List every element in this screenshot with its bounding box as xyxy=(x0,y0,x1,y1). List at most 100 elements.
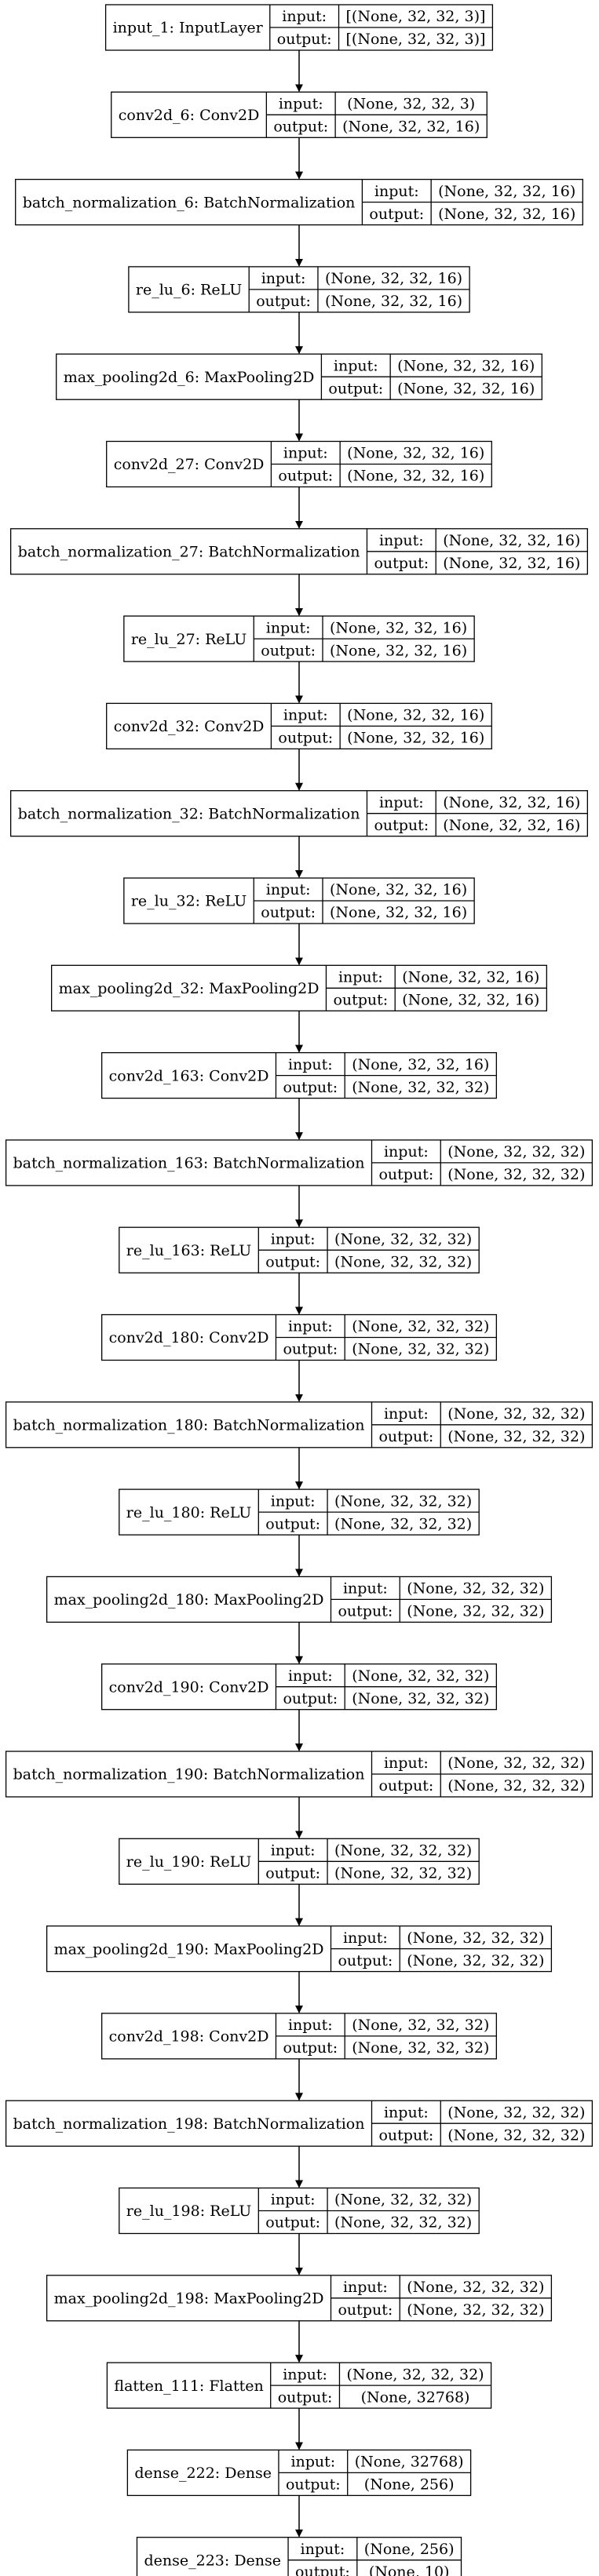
input-label: input: xyxy=(334,357,378,374)
layer-node: max_pooling2d_198: MaxPooling2Dinput:out… xyxy=(46,2275,553,2322)
layer-node: batch_normalization_6: BatchNormalizatio… xyxy=(15,178,583,226)
input-label: input: xyxy=(271,1230,316,1248)
input-label: input: xyxy=(290,2454,335,2471)
output-shape: (None, 32, 32, 32) xyxy=(447,1777,585,1794)
input-shape: (None, 32, 32, 32) xyxy=(352,2017,489,2034)
layer-name: re_lu_190: ReLU xyxy=(126,1853,252,1871)
layer-name: batch_normalization_32: BatchNormalizati… xyxy=(18,805,360,822)
layer-node: batch_normalization_163: BatchNormalizat… xyxy=(5,1139,594,1186)
output-label: output: xyxy=(283,1341,338,1358)
output-shape: (None, 32, 32, 32) xyxy=(407,2301,544,2319)
layer-node: batch_normalization_198: BatchNormalizat… xyxy=(5,2100,594,2147)
output-shape: (None, 32, 32, 32) xyxy=(352,1341,489,1358)
output-label: output: xyxy=(261,642,316,659)
layer-name: conv2d_198: Conv2D xyxy=(109,2028,269,2046)
input-shape: (None, 32, 32, 32) xyxy=(352,1667,489,1685)
output-shape: (None, 32, 32, 32) xyxy=(447,1428,585,1445)
input-label: input: xyxy=(288,1056,333,1073)
output-shape: (None, 32, 32, 32) xyxy=(334,2214,472,2232)
output-shape: (None, 32, 32, 16) xyxy=(402,991,539,1008)
input-shape: (None, 256) xyxy=(364,2541,455,2558)
output-shape: (None, 32, 32, 32) xyxy=(407,1603,544,1620)
output-label: output: xyxy=(273,118,328,135)
output-shape: (None, 32, 32, 16) xyxy=(443,817,580,834)
input-label: input: xyxy=(283,2366,327,2383)
input-label: input: xyxy=(343,2279,388,2296)
layer-node: max_pooling2d_180: MaxPooling2Dinput:out… xyxy=(46,1576,553,1623)
layer-name: conv2d_6: Conv2D xyxy=(119,107,260,124)
output-label: output: xyxy=(295,2563,350,2576)
input-label: input: xyxy=(384,1405,429,1423)
input-shape: (None, 32, 32, 16) xyxy=(443,794,580,811)
input-shape: (None, 32, 32, 32) xyxy=(407,1580,544,1598)
output-shape: (None, 256) xyxy=(364,2476,455,2494)
output-shape: (None, 32, 32, 32) xyxy=(352,1690,489,1707)
input-label: input: xyxy=(283,445,328,462)
output-label: output: xyxy=(378,1166,433,1183)
input-shape: (None, 32, 32, 16) xyxy=(347,445,484,462)
layer-name: conv2d_27: Conv2D xyxy=(114,456,265,473)
input-shape: (None, 32, 32, 32) xyxy=(352,1318,489,1335)
input-label: input: xyxy=(282,8,327,25)
output-label: output: xyxy=(278,730,333,747)
input-shape: (None, 32, 32, 32) xyxy=(334,1492,472,1510)
input-label: input: xyxy=(271,1492,316,1510)
output-shape: [(None, 32, 32, 3)] xyxy=(346,31,486,48)
output-shape: (None, 32, 32, 16) xyxy=(443,555,580,572)
output-shape: (None, 32, 32, 32) xyxy=(447,1166,585,1183)
input-shape: (None, 32, 32, 16) xyxy=(352,1056,489,1073)
output-label: output: xyxy=(277,31,332,48)
layer-name: conv2d_190: Conv2D xyxy=(109,1678,269,1696)
layer-name: batch_normalization_163: BatchNormalizat… xyxy=(13,1155,365,1172)
input-shape: (None, 32, 32, 32) xyxy=(447,2104,585,2121)
input-label: input: xyxy=(379,794,424,811)
input-label: input: xyxy=(343,1929,388,1947)
layer-name: max_pooling2d_180: MaxPooling2D xyxy=(54,1591,324,1609)
output-label: output: xyxy=(338,1952,393,1969)
input-shape: (None, 32, 32, 16) xyxy=(402,968,539,986)
output-label: output: xyxy=(378,1777,433,1794)
layer-node: flatten_111: Flatteninput:output:(None, … xyxy=(106,2362,492,2409)
layer-node: max_pooling2d_190: MaxPooling2D input: out… xyxy=(46,1925,553,1973)
input-shape: (None, 32, 32, 32) xyxy=(407,1929,544,1947)
input-shape: (None, 32, 32, 16) xyxy=(438,183,575,200)
layer-node: max_pooling2d_32: MaxPooling2Dinput:outp… xyxy=(51,964,547,1011)
output-shape: (None, 32, 32, 16) xyxy=(347,730,484,747)
output-shape: (None, 32, 32, 32) xyxy=(334,1864,472,1882)
layer-name: re_lu_180: ReLU xyxy=(126,1504,252,1521)
layer-name: conv2d_163: Conv2D xyxy=(109,1067,269,1084)
input-shape: (None, 32, 32, 32) xyxy=(334,2192,472,2209)
input-shape: (None, 32, 32, 32) xyxy=(334,1842,472,1859)
layer-name: max_pooling2d_6: MaxPooling2D xyxy=(64,369,315,386)
output-shape: (None, 32, 32, 16) xyxy=(342,118,480,135)
output-label: output: xyxy=(283,2039,338,2057)
input-shape: (None, 32, 32, 32) xyxy=(407,2279,544,2296)
input-label: input: xyxy=(283,707,328,724)
output-label: output: xyxy=(338,2301,393,2319)
output-label: output: xyxy=(261,904,316,921)
layer-name: batch_normalization_6: BatchNormalizatio… xyxy=(23,194,356,211)
output-shape: (None, 32768) xyxy=(361,2388,470,2406)
input-label: input: xyxy=(343,1580,388,1598)
layer-node: batch_normalization_27: BatchNormalizati… xyxy=(10,528,588,575)
output-shape: (None, 32, 32, 32) xyxy=(334,1253,472,1270)
input-shape: (None, 32, 32, 32) xyxy=(447,1405,585,1423)
layer-name: re_lu_163: ReLU xyxy=(126,1242,252,1259)
layer-name: dense_223: Dense xyxy=(144,2552,281,2569)
output-label: output: xyxy=(256,293,311,310)
layer-name: flatten_111: Flatten xyxy=(114,2377,263,2395)
layer-name: max_pooling2d_190: MaxPooling2D xyxy=(54,1940,324,1958)
